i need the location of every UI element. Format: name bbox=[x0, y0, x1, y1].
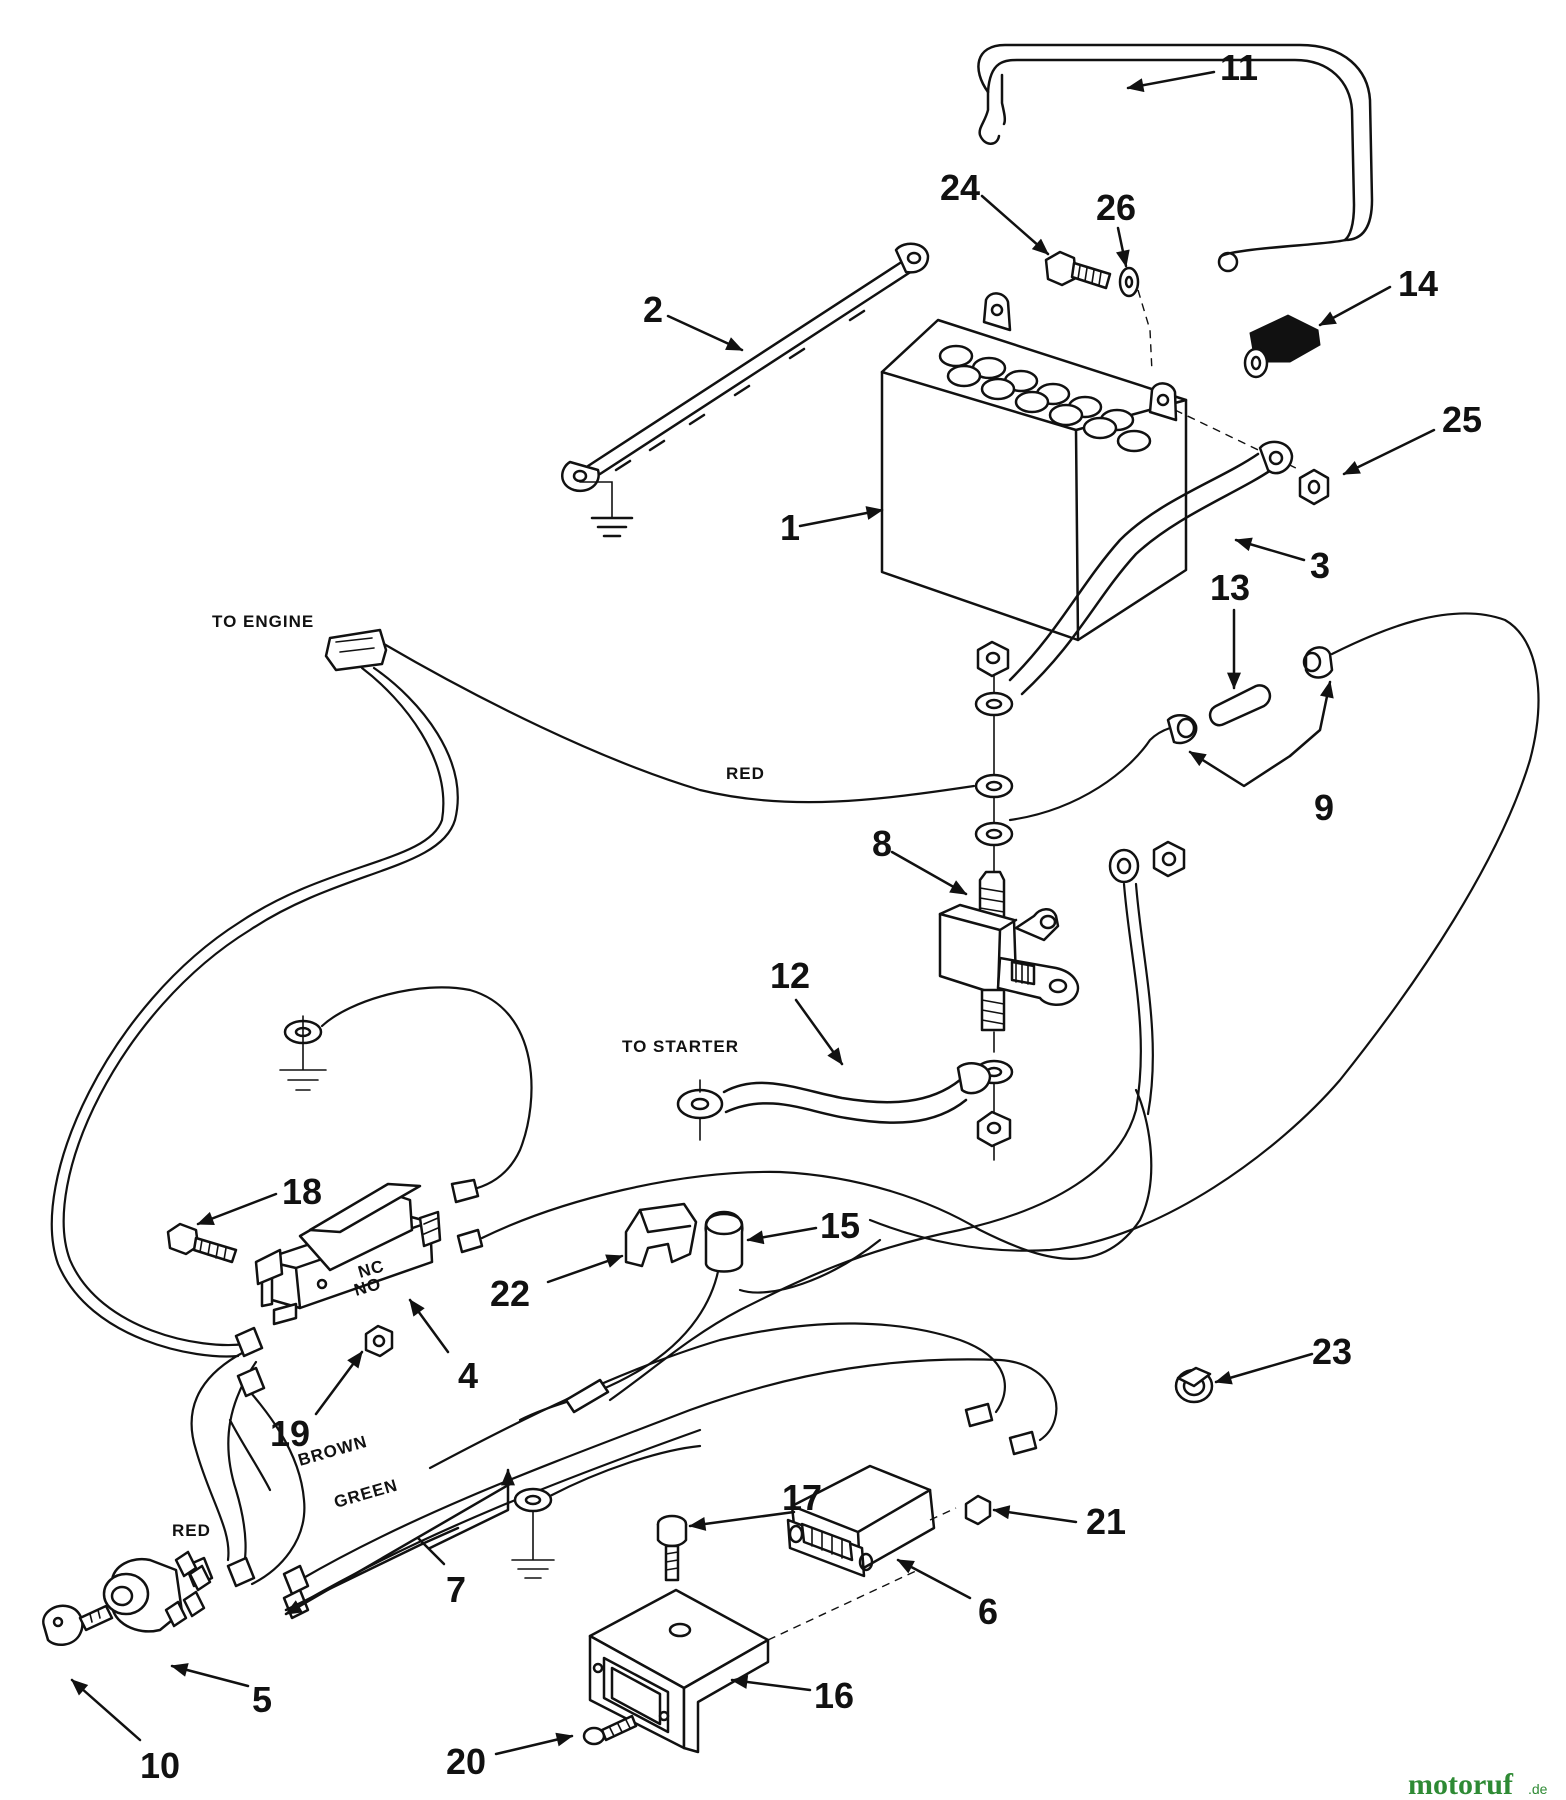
battery-bolt bbox=[1044, 250, 1112, 290]
callout-9: 9 bbox=[1314, 787, 1334, 828]
bracket-screw bbox=[582, 1714, 638, 1746]
ground-strap bbox=[561, 242, 930, 538]
callout-3: 3 bbox=[1310, 545, 1330, 586]
solenoid-stud-hardware bbox=[974, 640, 1014, 877]
green-wire-label: GREEN bbox=[332, 1476, 400, 1512]
ground-ring-terminal bbox=[608, 840, 1186, 1402]
callout-2: 2 bbox=[643, 289, 663, 330]
callout-6: 6 bbox=[978, 1591, 998, 1632]
callout-numbers: 1 2 3 4 5 6 7 8 9 10 11 12 13 14 15 16 1… bbox=[140, 47, 1482, 1786]
callout-15: 15 bbox=[820, 1205, 860, 1246]
battery bbox=[880, 292, 1301, 642]
ignition-key bbox=[42, 1604, 114, 1647]
callout-7: 7 bbox=[446, 1569, 466, 1610]
diode-capsule bbox=[704, 1210, 744, 1273]
fuse bbox=[1208, 684, 1272, 727]
callout-13: 13 bbox=[1210, 567, 1250, 608]
callout-10: 10 bbox=[140, 1745, 180, 1786]
watermark-brand: motoruf bbox=[1408, 1768, 1514, 1800]
ignition-switch bbox=[102, 1550, 212, 1633]
starter-solenoid bbox=[938, 870, 1080, 1053]
callout-19: 19 bbox=[270, 1413, 310, 1454]
callout-17: 17 bbox=[782, 1477, 822, 1518]
callout-4: 4 bbox=[458, 1355, 478, 1396]
wire-clip bbox=[624, 1202, 698, 1268]
callout-14: 14 bbox=[1398, 263, 1438, 304]
relay-module bbox=[786, 1464, 957, 1578]
hose-clamp bbox=[1174, 1366, 1214, 1404]
callout-11: 11 bbox=[1220, 47, 1258, 88]
callout-25: 25 bbox=[1442, 399, 1482, 440]
to-starter-label: TO STARTER bbox=[622, 1037, 739, 1056]
callout-8: 8 bbox=[872, 823, 892, 864]
callout-26: 26 bbox=[1096, 187, 1136, 228]
starter-cable bbox=[676, 1062, 992, 1141]
module-bolt bbox=[656, 1514, 688, 1582]
terminal-nut bbox=[1298, 468, 1330, 506]
fuse-holder bbox=[868, 612, 1540, 1252]
callout-1: 1 bbox=[780, 507, 800, 548]
callout-18: 18 bbox=[282, 1171, 322, 1212]
callout-16: 16 bbox=[814, 1675, 854, 1716]
switch-screw bbox=[166, 1222, 238, 1264]
watermark-suffix: .de bbox=[1528, 1781, 1548, 1797]
lock-washer bbox=[1118, 266, 1153, 373]
to-engine-label: TO ENGINE bbox=[212, 612, 314, 631]
callout-22: 22 bbox=[490, 1273, 530, 1314]
red-wire-label-top: RED bbox=[726, 764, 765, 783]
red-wire-label-bottom: RED bbox=[172, 1521, 211, 1540]
battery-filler-caps bbox=[938, 344, 1152, 453]
mounting-bracket bbox=[588, 1569, 919, 1754]
callout-5: 5 bbox=[252, 1679, 272, 1720]
battery-hold-down-bracket bbox=[977, 43, 1374, 273]
callout-12: 12 bbox=[770, 955, 810, 996]
battery-cable bbox=[1008, 440, 1294, 696]
callout-21: 21 bbox=[1086, 1501, 1126, 1542]
callout-23: 23 bbox=[1312, 1331, 1352, 1372]
terminal-cover bbox=[1243, 314, 1321, 379]
callout-arrows bbox=[70, 70, 1436, 1756]
callout-24: 24 bbox=[940, 167, 980, 208]
module-nut bbox=[964, 1494, 992, 1526]
switch-nut bbox=[364, 1324, 394, 1358]
watermark: motoruf .de bbox=[1408, 1768, 1548, 1800]
callout-20: 20 bbox=[446, 1741, 486, 1782]
wire-labels: TO ENGINE RED TO STARTER BROWN GREEN RED bbox=[172, 612, 765, 1540]
